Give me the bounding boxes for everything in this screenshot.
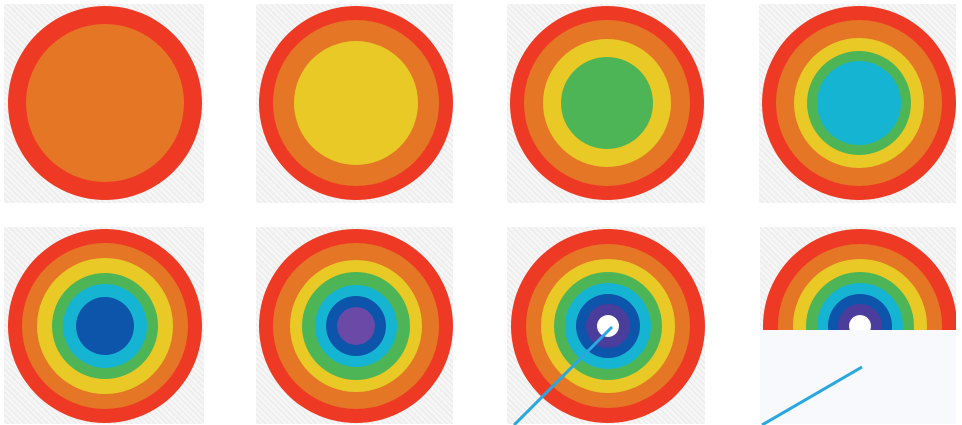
ring-tile-6 [256, 227, 453, 424]
ring-tile-2 [256, 4, 453, 203]
ring-violet [337, 307, 375, 345]
concentric-rings-8 [511, 229, 705, 423]
ring-tile-4 [759, 4, 956, 203]
concentric-rings-6 [8, 229, 202, 423]
ring-tile-8 [760, 227, 956, 424]
ring-yellow [294, 41, 418, 165]
ring-tile-3 [507, 4, 705, 203]
ring-cyan [817, 61, 901, 145]
cover-panel [760, 330, 956, 424]
ring-tile-7 [507, 227, 705, 424]
ring-green [561, 57, 653, 149]
ring-white-center [597, 315, 619, 337]
ring-tile-5 [4, 227, 204, 424]
ring-orange [26, 24, 184, 182]
ring-tile-1 [4, 4, 204, 203]
concentric-rings-half [760, 229, 956, 424]
ring-blue [76, 297, 134, 355]
concentric-rings-7 [259, 229, 453, 423]
concentric-rings-3 [259, 6, 453, 200]
concentric-rings-5 [762, 6, 956, 200]
concentric-rings-2 [8, 6, 202, 200]
concentric-rings-4 [510, 6, 704, 200]
